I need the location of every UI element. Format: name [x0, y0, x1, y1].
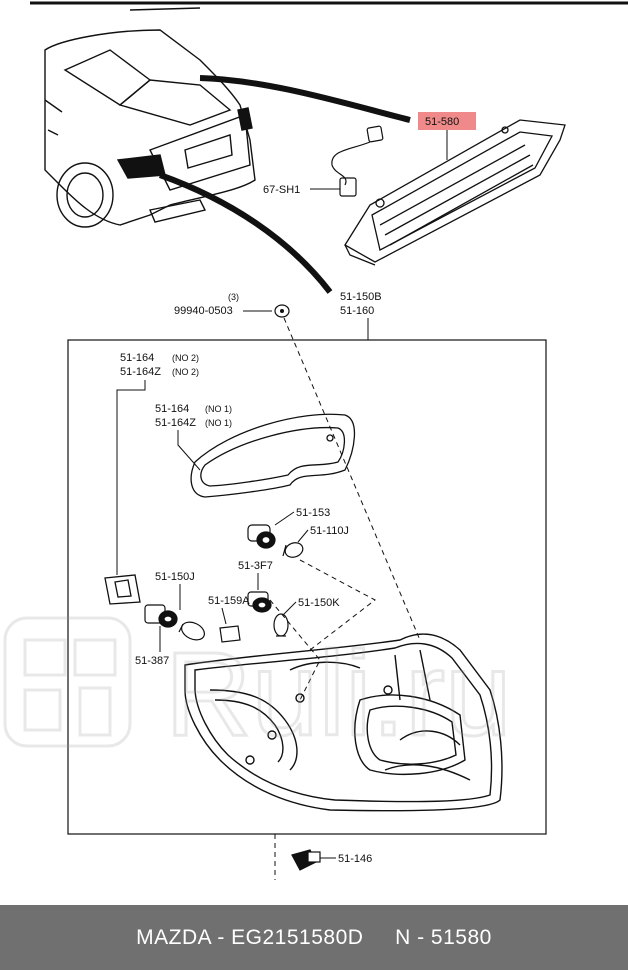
taillamp-leader	[158, 172, 333, 294]
label-gasket-no1: 51-164	[155, 403, 189, 415]
footer-bar: MAZDA - EG2151580D N - 51580	[0, 905, 628, 970]
hmsl-leader	[199, 75, 411, 123]
clip-159a	[219, 625, 241, 643]
label-lamp-assy: 51-160	[340, 305, 374, 317]
high-mount-stop-lamp	[344, 119, 566, 266]
assembly-frame	[67, 339, 547, 835]
label-bulb-110j: 51-110J	[310, 525, 349, 537]
label-bulb-150j: 51-150J	[155, 571, 195, 583]
label-harness: 67-SH1	[263, 184, 300, 196]
parts-diagram: 51-580 67-SH1 (3) 99940-0503 51-150B 51-…	[30, 1, 628, 880]
gasket-no1	[190, 413, 356, 498]
socket-3f7	[247, 591, 272, 613]
label-clip-159a: 51-159A	[208, 595, 250, 607]
socket-387	[144, 604, 178, 628]
socket-153	[247, 524, 276, 549]
label-socket-153: 51-153	[296, 507, 330, 519]
label-gasket-no1z-note: (NO 1)	[205, 418, 232, 428]
hmsl-highlight	[418, 112, 476, 130]
label-gasket-no2z: 51-164Z	[120, 366, 161, 378]
tail-lamp-unit	[184, 633, 503, 812]
bulb-150k	[273, 613, 289, 637]
label-gasket-no1-note: (NO 1)	[205, 404, 232, 414]
label-gasket-no1z: 51-164Z	[155, 417, 196, 429]
washer-part	[274, 304, 290, 318]
bulb-150j	[178, 621, 205, 641]
footer-part-number: MAZDA - EG2151580D N - 51580	[136, 925, 492, 949]
label-washer: 99940-0503	[174, 305, 233, 317]
harness	[331, 125, 384, 197]
label-nut-146: 51-146	[338, 853, 372, 865]
dashed-guides	[269, 317, 421, 880]
label-gasket-no2-note: (NO 2)	[172, 353, 199, 363]
label-gasket-no2z-note: (NO 2)	[172, 367, 199, 377]
vehicle-illustration	[44, 7, 256, 228]
label-bulb-150k: 51-150K	[298, 597, 340, 609]
label-socket-387: 51-387	[135, 655, 169, 667]
label-washer-qty: (3)	[228, 292, 239, 302]
label-hmsl: 51-580	[425, 116, 459, 128]
nut-146	[291, 849, 321, 871]
bulb-110j	[282, 542, 304, 558]
label-lamp-assy-b: 51-150B	[340, 291, 382, 303]
label-socket-3f7: 51-3F7	[238, 560, 273, 572]
gasket-no2	[104, 574, 141, 605]
label-gasket-no2: 51-164	[120, 352, 154, 364]
